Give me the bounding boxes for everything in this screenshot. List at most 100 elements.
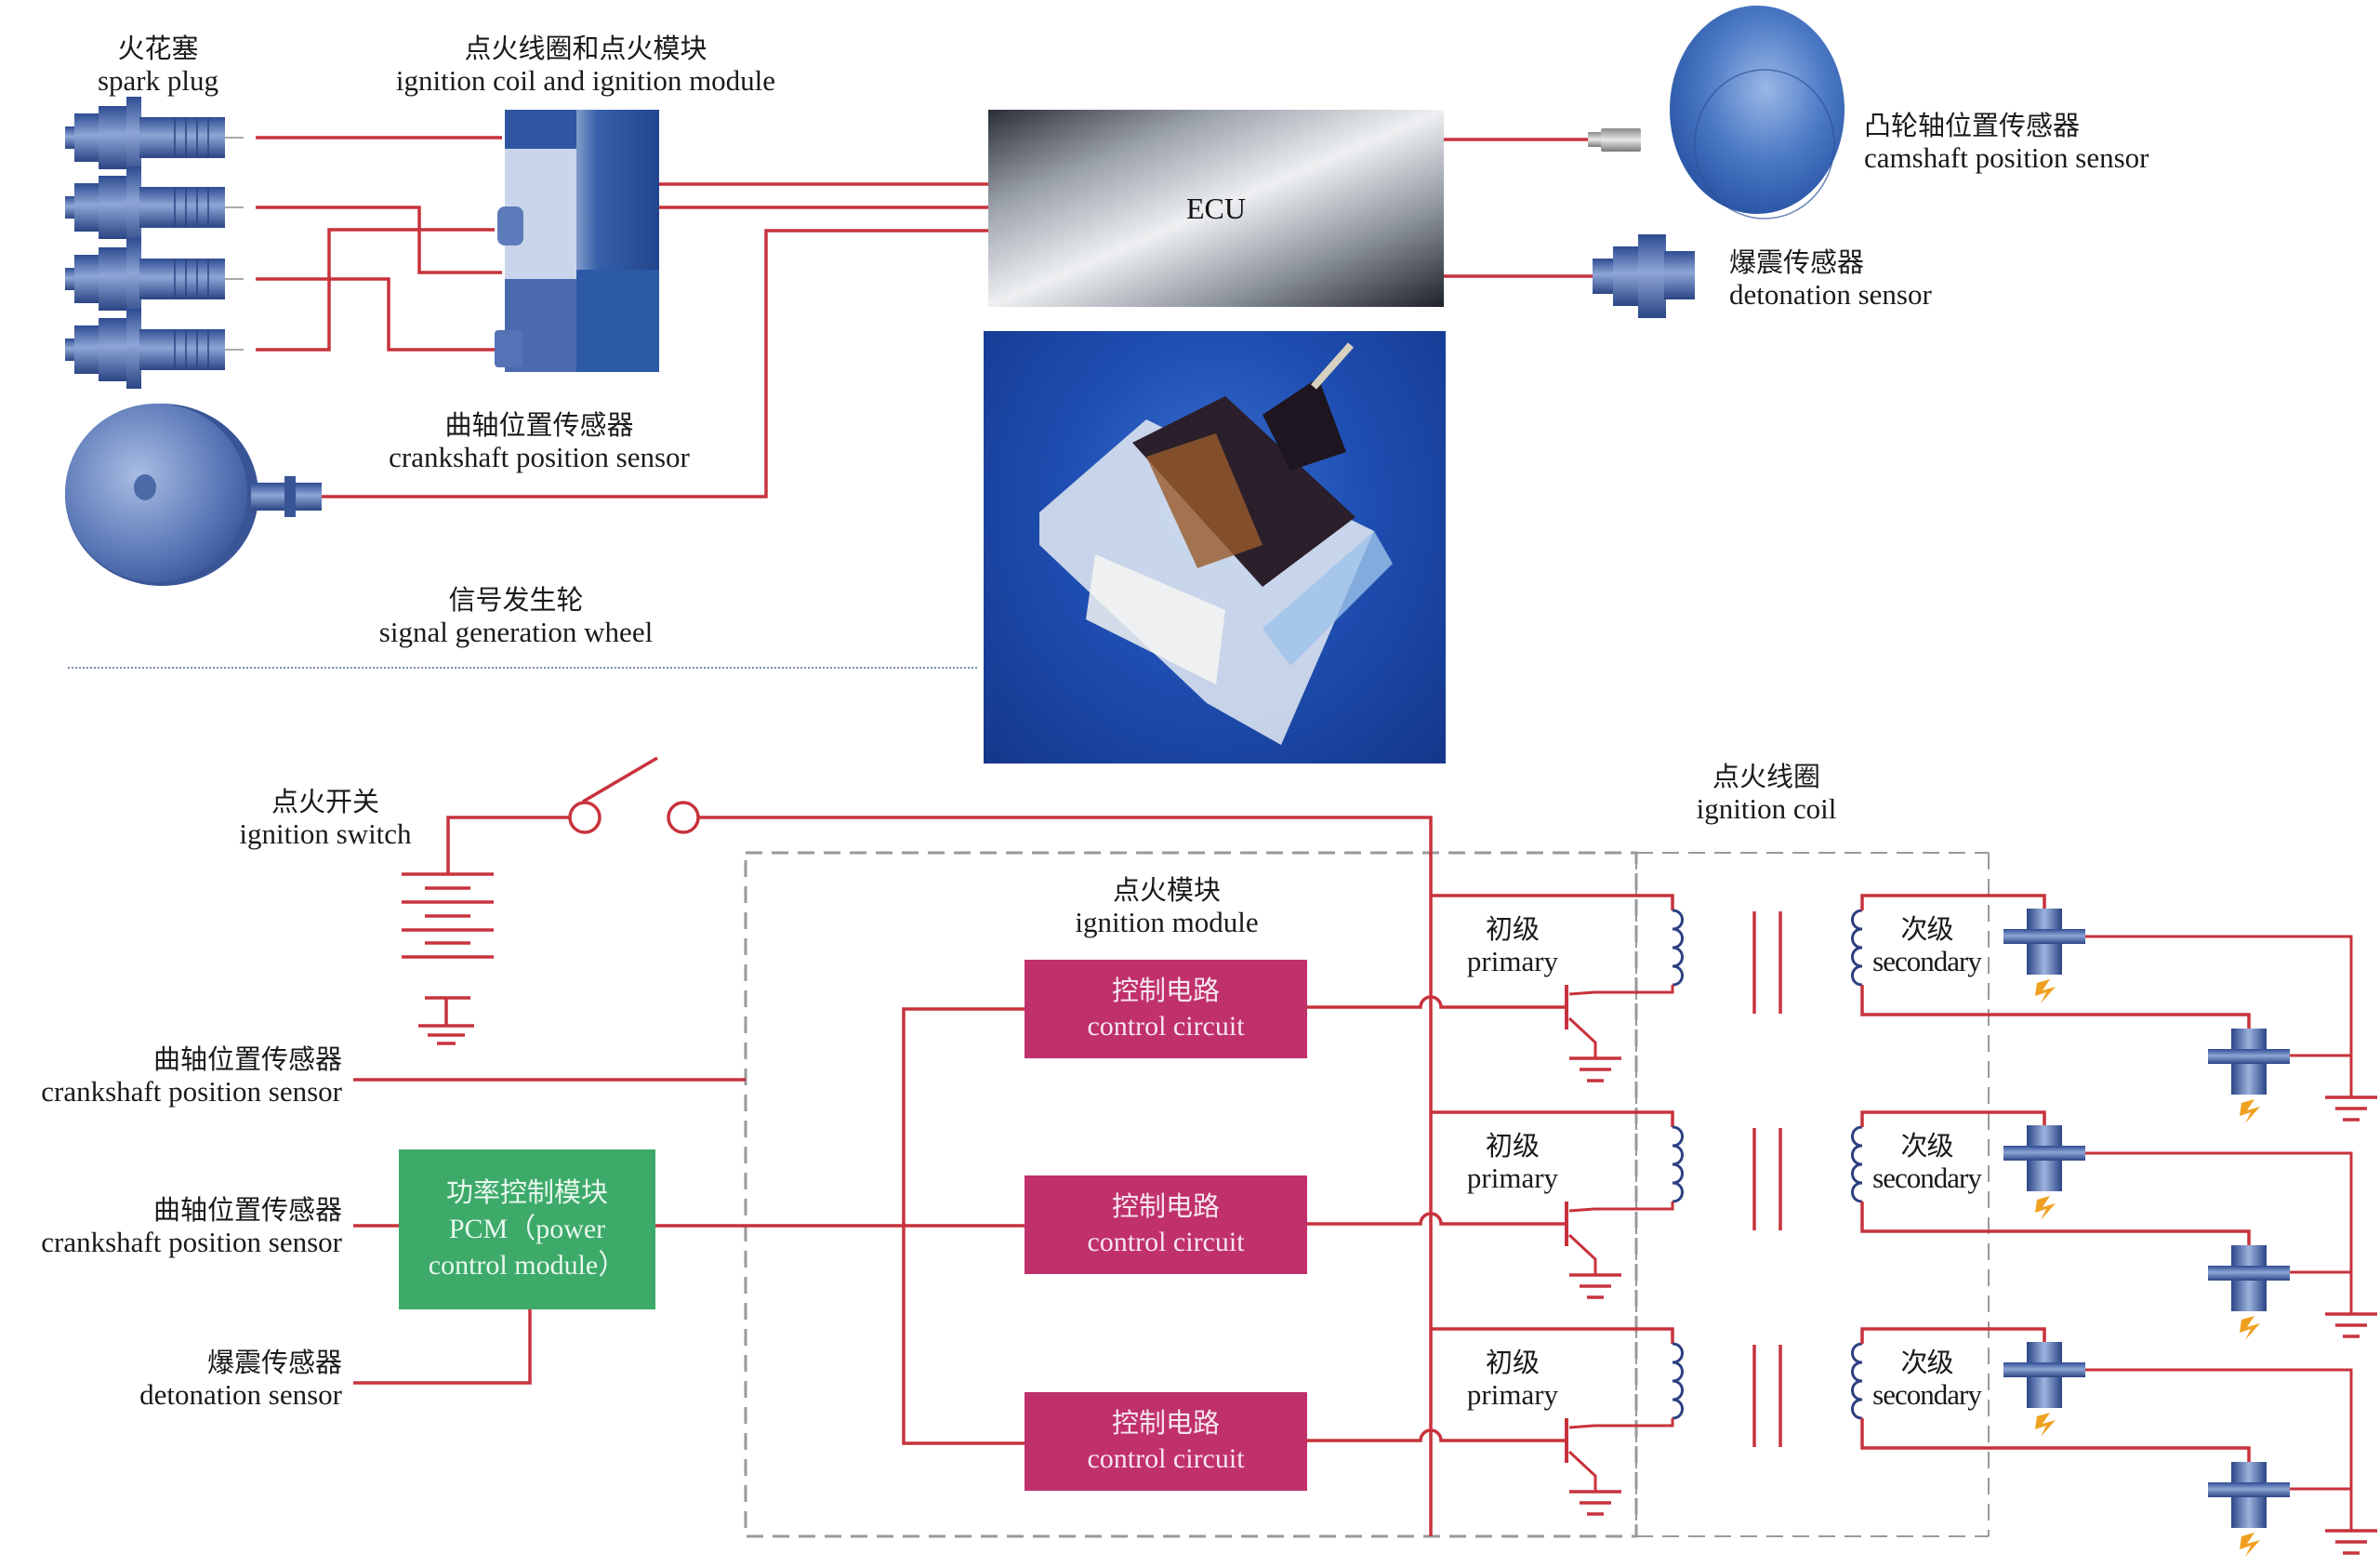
plug-body	[74, 325, 100, 374]
plug-flange	[2208, 1049, 2290, 1064]
plug-flange	[2003, 1362, 2085, 1377]
switch-lever[interactable]	[582, 756, 658, 803]
control-circuit-box: 控制电路 control circuit	[1025, 1392, 1307, 1491]
primary-label: 初级 primary	[1452, 1130, 1573, 1196]
detonation-sensor-icon	[1593, 234, 1695, 318]
control-circuit-label-en: control circuit	[1087, 1443, 1245, 1475]
emitter-wire	[1567, 1450, 1597, 1492]
ignition-module-label-zh: 点火模块	[1112, 874, 1221, 906]
input-label-en: crankshaft position sensor	[41, 1075, 342, 1109]
plug-body	[99, 106, 128, 169]
primary-label-en: primary	[1466, 1378, 1559, 1412]
primary-label-en: primary	[1466, 1162, 1559, 1195]
input-label-crankshaft-1: 曲轴位置传感器 crankshaft position sensor	[41, 1043, 342, 1109]
signal-wheel-label: 信号发生轮 signal generation wheel	[330, 584, 702, 650]
ecu-label: ECU	[1186, 191, 1246, 225]
secondary-coil-icon	[1851, 1342, 1863, 1420]
plug-body	[99, 176, 128, 239]
input-wires	[353, 1007, 1025, 1445]
plug-flange	[2208, 1482, 2290, 1497]
coil-to-ecu-wires	[299, 182, 989, 498]
plug-hex	[126, 238, 141, 318]
input-label-en: crankshaft position sensor	[41, 1226, 342, 1259]
primary-coil-icon	[1672, 909, 1684, 987]
coil-unit	[1307, 1327, 2377, 1557]
spark-plug-label: 火花塞 spark plug	[56, 33, 260, 99]
ignition-module-label: 点火模块 ignition module	[1004, 874, 1329, 940]
coil-module-label: 点火线圈和点火模块 ignition coil and ignition mod…	[353, 33, 818, 99]
secondary-coil-icon	[1851, 909, 1863, 987]
primary-label: 初级 primary	[1452, 913, 1573, 979]
spark-plug-icon	[65, 97, 244, 177]
control-circuit-label-zh: 控制电路	[1111, 974, 1220, 1006]
plug-tip	[65, 339, 76, 361]
secondary-wire	[1860, 985, 2251, 1029]
detonation-sensor-label-en: detonation sensor	[1729, 278, 1932, 312]
signal-generation-wheel-icon	[65, 404, 322, 586]
secondary-label-zh: 次级	[1900, 913, 1953, 945]
spark-plug-icon	[2208, 1462, 2290, 1557]
ignition-coil-label: 点火线圈 ignition coil	[1655, 761, 1878, 827]
signal-wheel-label-zh: 信号发生轮	[448, 584, 584, 616]
crankshaft-sensor-label: 曲轴位置传感器 crankshaft position sensor	[353, 409, 725, 475]
plug-tip	[65, 196, 76, 219]
spark-icon	[2240, 1316, 2260, 1340]
primary-label-zh: 初级	[1485, 1130, 1540, 1162]
ignition-switch-label-en: ignition switch	[239, 817, 412, 851]
plug-hex	[126, 309, 141, 389]
plug-body	[74, 113, 100, 162]
ignition-switch-circuit	[446, 756, 1433, 1536]
emitter-wire	[1567, 1016, 1597, 1058]
coil-module-label-en: ignition coil and ignition module	[395, 64, 776, 98]
coil-units	[1307, 894, 2377, 1557]
switch-contact-1	[568, 801, 602, 834]
emitter-wire	[1567, 1233, 1597, 1275]
collector-wire	[1568, 985, 1674, 996]
collector-wire	[1568, 1202, 1674, 1213]
base-wire	[1307, 1212, 1567, 1226]
spark-plug-icon	[2003, 1125, 2085, 1220]
secondary-wire	[1860, 1110, 2046, 1127]
ignition-switch-label: 点火开关 ignition switch	[205, 786, 446, 852]
secondary-label-zh: 次级	[1900, 1347, 1953, 1378]
wire-plug-3	[256, 277, 497, 352]
detonation-sensor-label-zh: 爆震传感器	[1729, 246, 1865, 278]
base-wire	[1307, 995, 1567, 1009]
secondary-label: 次级 secondary	[1864, 1130, 1990, 1196]
pcm-label-zh: 功率控制模块	[445, 1176, 608, 1209]
pcm-label-en-1: PCM（power	[448, 1213, 606, 1244]
plug-to-coil-wires	[256, 136, 502, 352]
secondary-label-en: secondary	[1872, 1162, 1982, 1195]
base-wire	[1307, 1428, 1567, 1442]
input-label-zh: 曲轴位置传感器	[152, 1194, 342, 1226]
secondary-wire	[1860, 1202, 2251, 1245]
spark-plug-icon	[2003, 1342, 2085, 1437]
ignition-coil-boundary	[1635, 852, 1990, 1537]
ignition-coil-label-en: ignition coil	[1696, 792, 1837, 826]
spark-plug-icon	[2003, 909, 2085, 1003]
plug-insulator	[139, 329, 225, 370]
plug-hex	[126, 97, 141, 177]
input-label-en: detonation sensor	[139, 1378, 342, 1412]
spark-plug-icon	[2208, 1245, 2290, 1340]
crankshaft-sensor-label-en: crankshaft position sensor	[389, 441, 690, 474]
ignition-switch-label-zh: 点火开关	[271, 786, 379, 817]
ground-return-wire	[2085, 1151, 2353, 1314]
primary-wire	[1431, 1110, 1674, 1127]
spark-icon	[2240, 1533, 2260, 1557]
input-label-zh: 曲轴位置传感器	[152, 1043, 342, 1075]
battery-icon	[402, 872, 494, 1045]
spark-plug-icon	[65, 309, 244, 389]
spark-icon	[2240, 1099, 2260, 1123]
plug-body	[74, 255, 100, 303]
plug-insulator	[139, 117, 225, 158]
primary-wire	[1431, 894, 1674, 910]
secondary-label-en: secondary	[1872, 1378, 1982, 1412]
signal-wheel-label-en: signal generation wheel	[378, 616, 654, 649]
control-circuit-label-zh: 控制电路	[1111, 1189, 1220, 1222]
ecu-box	[988, 110, 1444, 307]
input-label-detonation: 爆震传感器 detonation sensor	[139, 1347, 342, 1413]
primary-wire	[1431, 1327, 1674, 1344]
spark-plug-icon	[65, 238, 244, 318]
